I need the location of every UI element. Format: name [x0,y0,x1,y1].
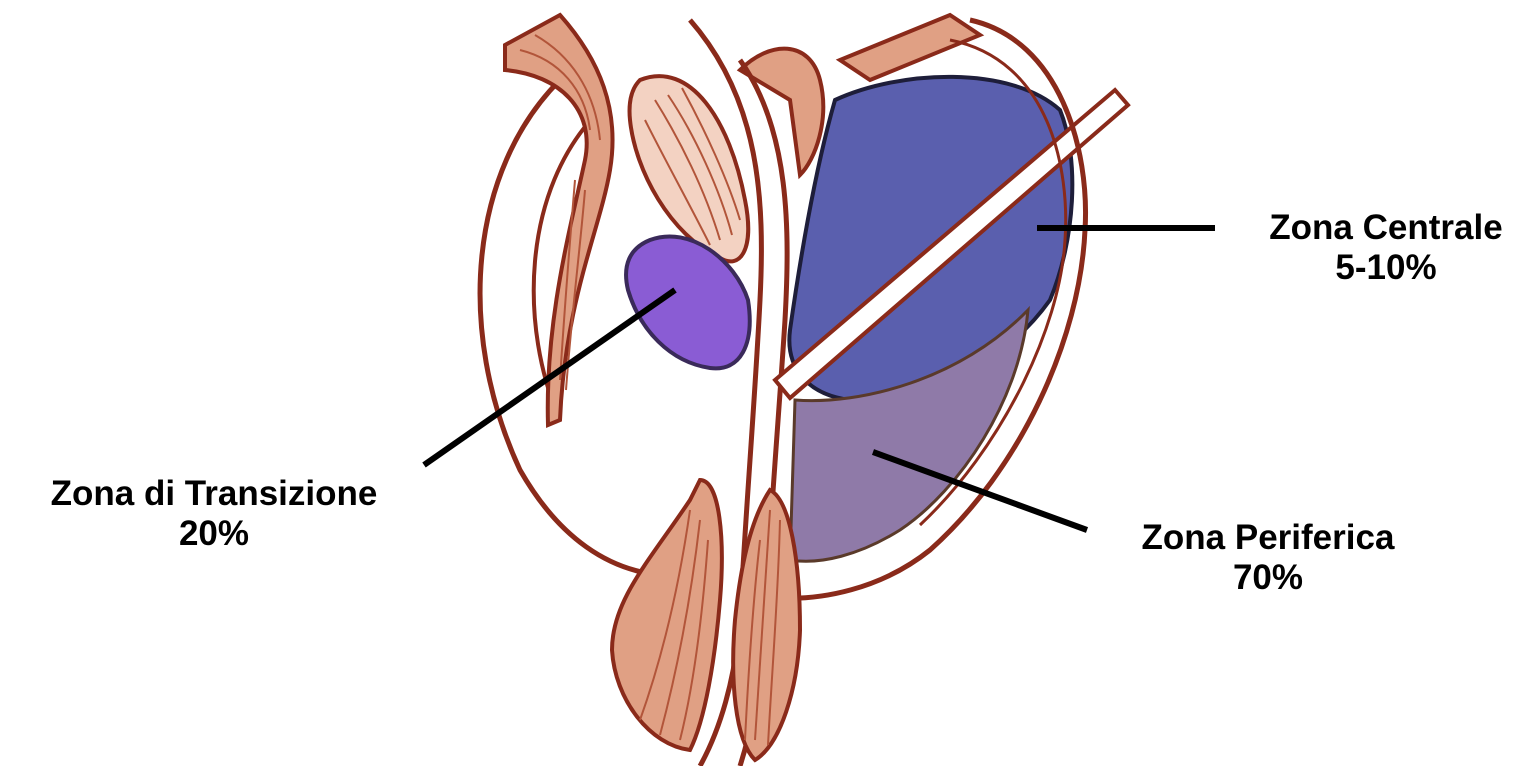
peripheral-zone-name: Zona Periferica [1108,518,1428,558]
detrusor-muscle-top-right [840,15,980,80]
central-zone-label: Zona Centrale 5-10% [1238,208,1534,288]
peripheral-zone-label: Zona Periferica 70% [1108,518,1428,598]
detrusor-muscle-left [505,15,613,425]
transition-zone-percentage: 20% [4,514,424,554]
central-zone-name: Zona Centrale [1238,208,1534,248]
transition-zone-name: Zona di Transizione [4,474,424,514]
leader-line-transition-zone [424,290,675,465]
central-zone-percentage: 5-10% [1238,248,1534,288]
internal-sphincter [629,76,748,261]
transition-zone-label: Zona di Transizione 20% [4,474,424,554]
peripheral-zone-percentage: 70% [1108,558,1428,598]
